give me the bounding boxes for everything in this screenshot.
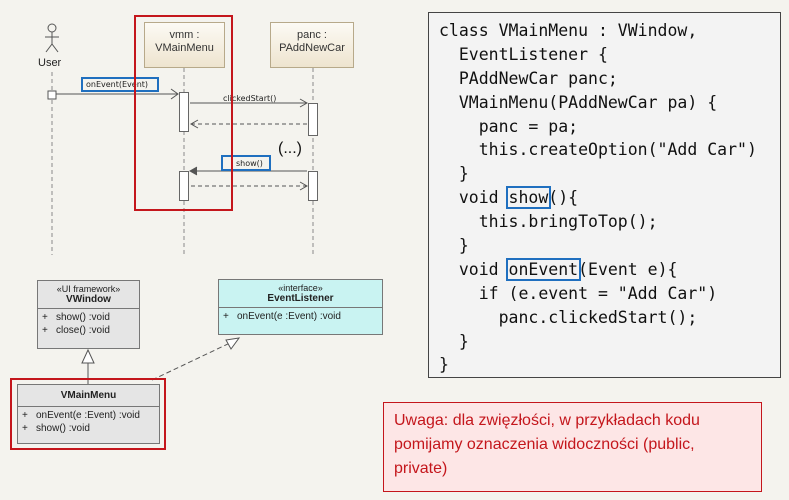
show-label: show() [236, 159, 263, 168]
class-relations [81, 337, 241, 385]
code-line: VMainMenu(PAddNewCar pa) { [439, 92, 718, 112]
vwindow-name: VWindow [66, 294, 111, 305]
lifeline-panc: panc : PAddNewCar [270, 22, 354, 68]
code-line: } [439, 331, 469, 351]
vmm-activation-1 [179, 92, 189, 132]
code-line: } [439, 236, 469, 256]
lifeline-panc-line2: PAddNewCar [279, 42, 345, 54]
code-line: } [439, 355, 449, 375]
vmainmenu-op: +show() :void [22, 423, 90, 434]
code-panel: class VMainMenu : VWindow, EventListener… [428, 12, 781, 378]
event-listener-op: +onEvent(e :Event) :void [223, 311, 341, 322]
class-vmainmenu: VMainMenu +onEvent(e :Event) :void +show… [17, 384, 160, 444]
lifeline-vmm-line2: VMainMenu [155, 42, 214, 54]
show-highlight [221, 155, 271, 171]
on-event-code-highlight: onEvent [505, 257, 582, 281]
code-line: class VMainMenu : VWindow, [439, 21, 698, 40]
visibility-note: Uwaga: dla zwięzłości, w przykładach kod… [383, 402, 762, 492]
actor-icon [45, 23, 59, 53]
panc-activation-2 [308, 171, 318, 201]
code-line: } [439, 164, 469, 184]
panc-activation-1 [308, 103, 318, 136]
vwindow-op: +close() :void [42, 325, 110, 336]
clicked-start-label: clickedStart() [223, 94, 277, 103]
actor-activation [47, 90, 57, 100]
vmm-highlight [134, 15, 233, 211]
on-event-label: onEvent(Event) [86, 80, 149, 89]
code-line-show: void show(){ [439, 186, 579, 210]
vwindow-stereotype: «UI framework» [56, 284, 121, 294]
code-line: panc.clickedStart(); [439, 307, 698, 327]
code-line: this.bringToTop(); [439, 212, 658, 232]
code-line: panc = pa; [439, 116, 579, 136]
code-line: if (e.event = "Add Car") [439, 283, 718, 303]
event-listener-name: EventListener [267, 293, 334, 304]
vmainmenu-highlight [10, 378, 166, 450]
lifeline-vmm: vmm : VMainMenu [144, 22, 225, 68]
code-line-on-event: void onEvent(Event e){ [439, 257, 678, 281]
ellipsis-label: (...) [278, 140, 302, 157]
lifeline-vmm-line1: vmm : [169, 29, 200, 41]
vmainmenu-op: +onEvent(e :Event) :void [22, 410, 140, 421]
code-line: this.createOption("Add Car") [439, 140, 757, 160]
code-line: EventListener { [439, 44, 608, 64]
show-code-highlight: show [505, 186, 552, 210]
event-listener-stereotype: «interface» [278, 283, 323, 293]
code-line: PAddNewCar panc; [439, 68, 618, 88]
class-vwindow: «UI framework» VWindow +show() :void +cl… [37, 280, 140, 349]
on-event-highlight [81, 77, 159, 92]
vmainmenu-name: VMainMenu [60, 390, 117, 401]
vmm-activation-2 [179, 171, 189, 201]
vwindow-op: +show() :void [42, 312, 110, 323]
realization-line [151, 341, 233, 381]
lifeline-panc-line1: panc : [297, 29, 327, 41]
generalization-arrowhead [81, 348, 95, 364]
class-event-listener: «interface» EventListener +onEvent(e :Ev… [218, 279, 383, 335]
actor-label: User [38, 57, 62, 69]
realization-arrowhead [225, 337, 241, 350]
